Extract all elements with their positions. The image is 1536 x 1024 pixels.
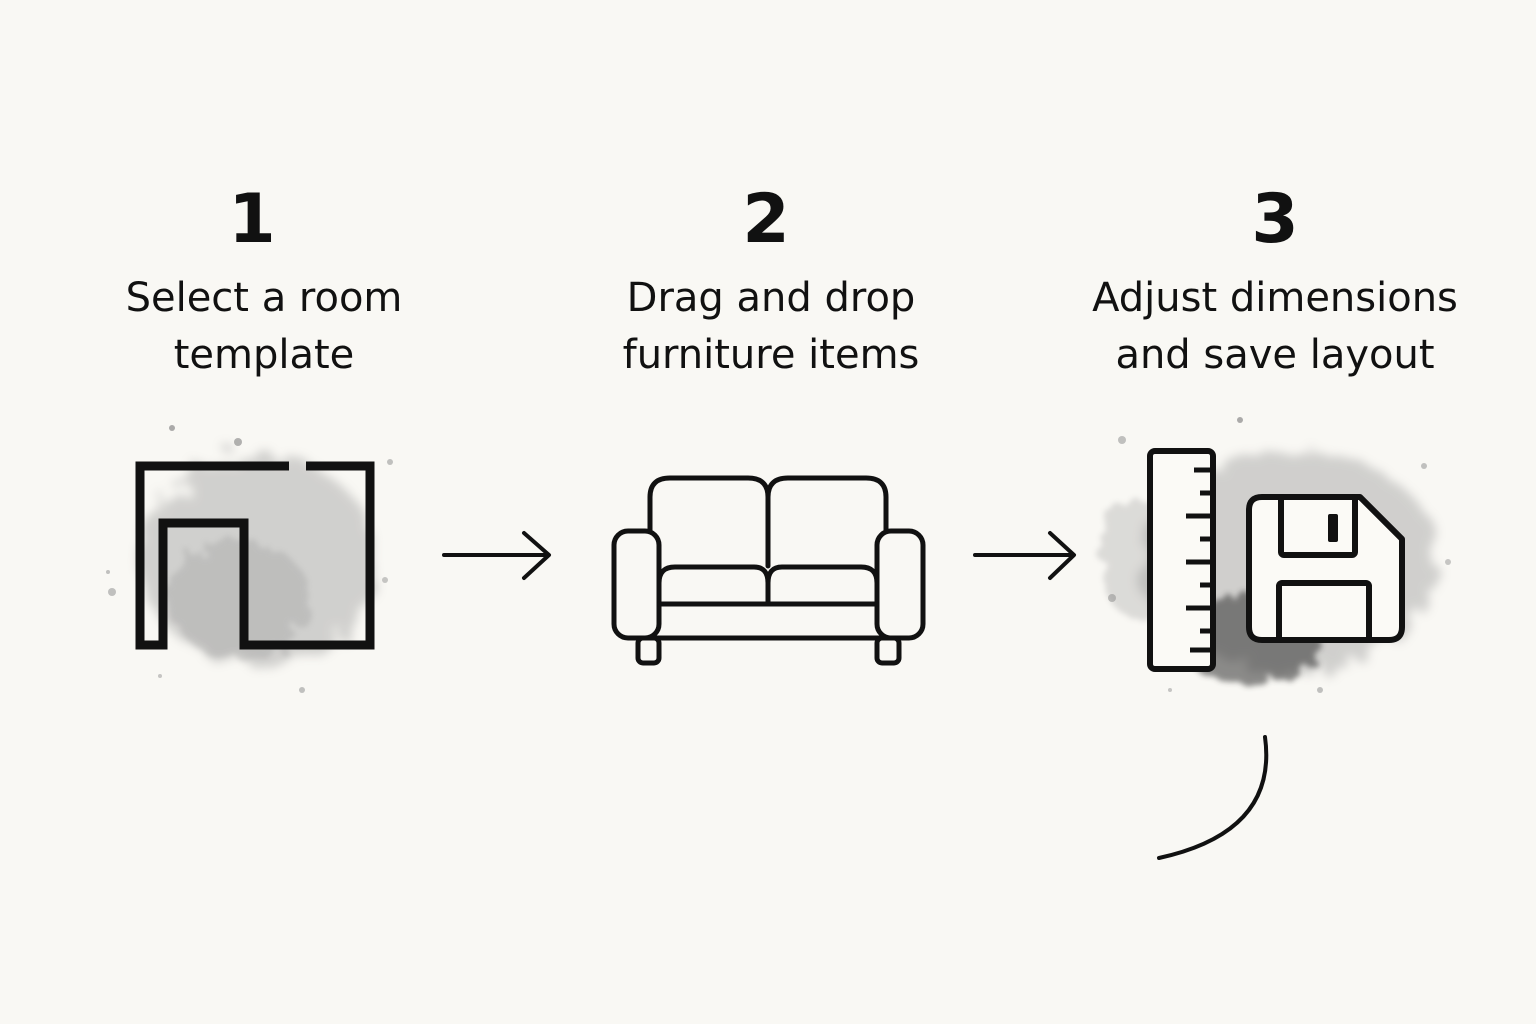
- step-number-2: 2: [742, 180, 790, 259]
- step-label-1: Select a room template: [125, 275, 403, 378]
- sofa-icon: [611, 475, 926, 666]
- step-number-3: 3: [1251, 180, 1299, 259]
- arrow-right-icon: [973, 531, 1076, 580]
- floppy-disk-icon: [1246, 494, 1405, 643]
- ruler-icon: [1147, 448, 1216, 672]
- arrow-right-icon: [442, 531, 551, 580]
- step-label-2: Drag and drop furniture items: [622, 275, 920, 378]
- step-label-3: Adjust dimensions and save layout: [1092, 275, 1458, 378]
- curved-stroke: [1157, 735, 1269, 860]
- step-number-1: 1: [228, 180, 276, 259]
- room-template-icon: [135, 461, 375, 650]
